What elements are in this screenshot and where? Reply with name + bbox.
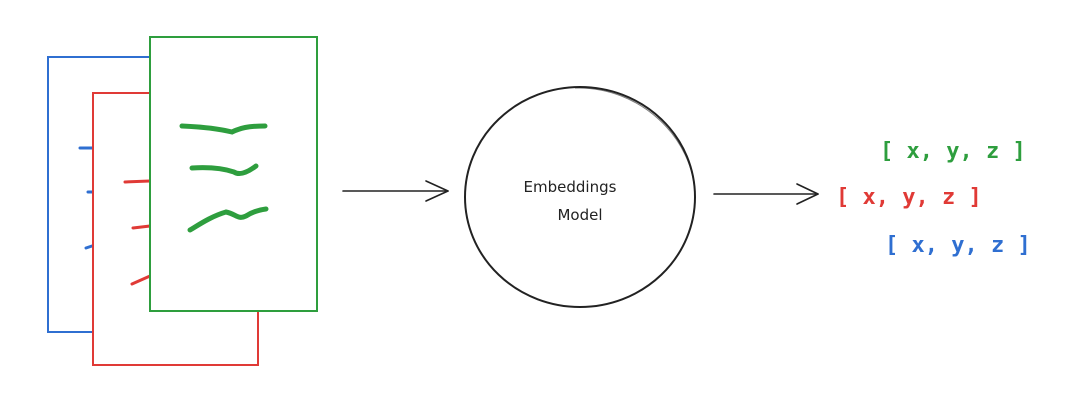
document-green bbox=[149, 36, 318, 312]
model-label-line1: Embeddings bbox=[524, 178, 617, 196]
scribble-line-1 bbox=[179, 123, 268, 135]
vector-label-green: [ x, y, z ] bbox=[880, 139, 1026, 164]
vector-outputs: [ x, y, z ] [ x, y, z ] [ x, y, z ] bbox=[836, 139, 1031, 258]
arrow-from-model bbox=[713, 183, 819, 205]
model-label-line2: Model bbox=[557, 206, 602, 224]
vector-label-red: [ x, y, z ] bbox=[836, 185, 982, 210]
model-node: Embeddings Model bbox=[464, 86, 696, 308]
arrow-to-model bbox=[342, 180, 449, 202]
scribble-line-2 bbox=[189, 163, 259, 177]
scribble-line-3 bbox=[187, 206, 269, 233]
vector-label-blue: [ x, y, z ] bbox=[885, 233, 1031, 258]
